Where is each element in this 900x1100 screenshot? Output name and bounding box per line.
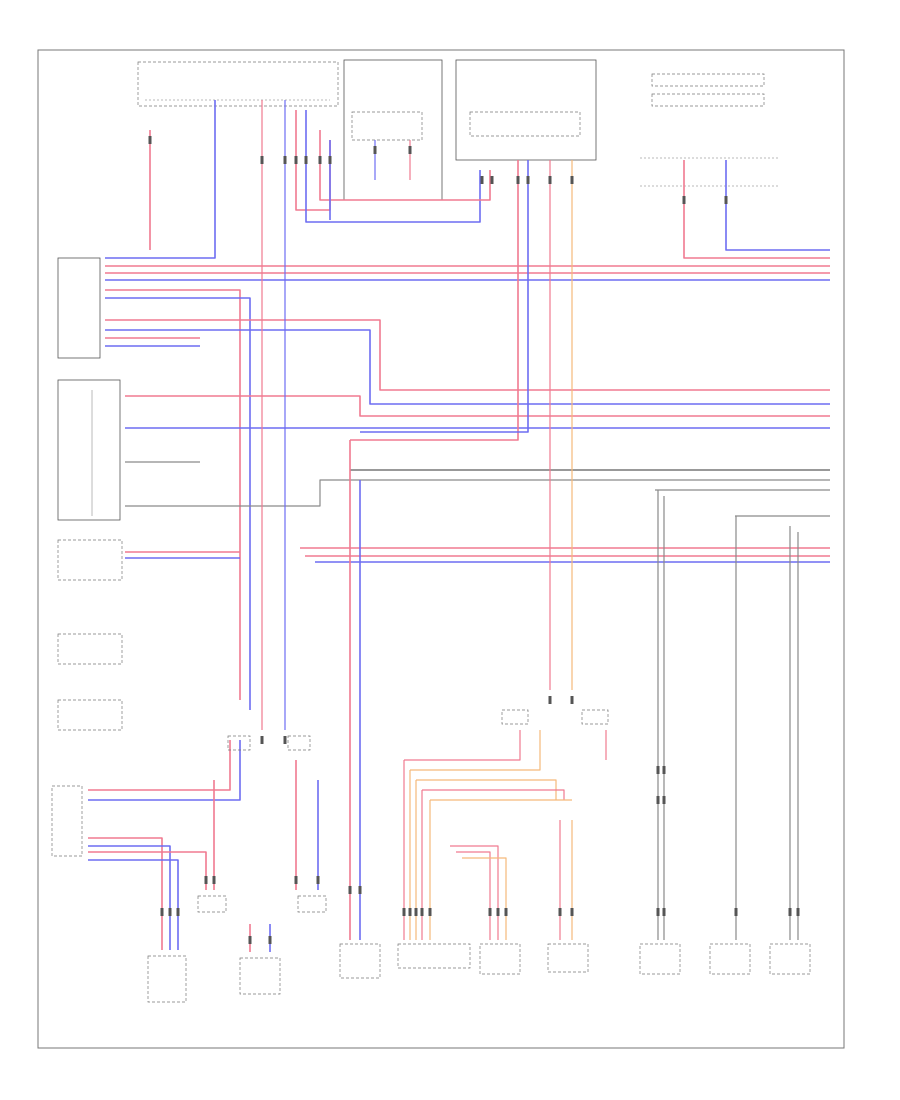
connector-pin bbox=[788, 908, 792, 916]
connector-pin bbox=[490, 176, 494, 184]
connector-pin bbox=[570, 176, 574, 184]
wire-red-37 bbox=[683, 160, 830, 259]
connector-pin bbox=[414, 908, 418, 916]
connector-pin bbox=[248, 936, 252, 944]
wire-red-44 bbox=[88, 740, 231, 791]
wire-red-25 bbox=[295, 110, 331, 211]
connector-pin bbox=[558, 908, 562, 916]
connector-pin bbox=[373, 146, 377, 154]
wire-red-48 bbox=[88, 851, 207, 890]
wire-red-10 bbox=[125, 395, 830, 417]
connector-pin bbox=[304, 156, 308, 164]
top-modules bbox=[137, 59, 780, 201]
connector-pin bbox=[656, 766, 660, 774]
connector-pin bbox=[656, 796, 660, 804]
connector-pin bbox=[570, 908, 574, 916]
connector-pin bbox=[212, 876, 216, 884]
wire-orange-56 bbox=[410, 730, 541, 771]
connector-pin bbox=[496, 908, 500, 916]
wire-red-58 bbox=[422, 789, 565, 800]
wire-red-33 bbox=[350, 160, 519, 441]
wire-red-55 bbox=[404, 730, 521, 761]
connector-pin bbox=[488, 908, 492, 916]
connector-pin bbox=[283, 156, 287, 164]
left-modules bbox=[51, 257, 123, 857]
wire-blue-47 bbox=[88, 845, 171, 950]
connector-pin bbox=[294, 156, 298, 164]
connector-pin bbox=[294, 876, 298, 884]
wire-red-4 bbox=[105, 289, 241, 700]
connector-pin bbox=[176, 908, 180, 916]
bottom-components bbox=[147, 943, 811, 1003]
wire-orange-67 bbox=[462, 857, 507, 940]
connector-pin bbox=[724, 196, 728, 204]
connector-pin bbox=[148, 136, 152, 144]
connector-pin bbox=[796, 908, 800, 916]
wire-red-65 bbox=[450, 845, 499, 940]
connector-pin bbox=[548, 176, 552, 184]
connector-pin bbox=[408, 146, 412, 154]
connector-pin bbox=[682, 196, 686, 204]
connector-pin bbox=[526, 176, 530, 184]
connector-pin bbox=[504, 908, 508, 916]
connector-pin bbox=[260, 156, 264, 164]
connector-pin bbox=[516, 176, 520, 184]
wire-harness bbox=[88, 100, 830, 952]
wire-red-66 bbox=[456, 851, 491, 940]
connector-pin bbox=[548, 696, 552, 704]
connector-pin bbox=[734, 908, 738, 916]
connector-pin bbox=[328, 156, 332, 164]
connector-pin bbox=[428, 908, 432, 916]
wire-red-6 bbox=[105, 319, 830, 391]
wire-blue-26 bbox=[305, 110, 481, 223]
connector-pin bbox=[283, 736, 287, 744]
connector-pin bbox=[316, 876, 320, 884]
wire-red-46 bbox=[88, 837, 163, 950]
connector-pin bbox=[358, 886, 362, 894]
wire-blue-0 bbox=[105, 100, 216, 259]
connector-pin bbox=[260, 736, 264, 744]
connector-pin bbox=[570, 696, 574, 704]
wire-blue-49 bbox=[88, 859, 179, 950]
connector-pin bbox=[402, 908, 406, 916]
wire-gray-13 bbox=[125, 479, 830, 507]
wire-blue-45 bbox=[88, 740, 241, 801]
connector-pin bbox=[420, 908, 424, 916]
joint-markers bbox=[197, 709, 609, 913]
connector-pin bbox=[480, 176, 484, 184]
connector-pin bbox=[204, 876, 208, 884]
wire-orange-57 bbox=[416, 779, 557, 800]
diagram-frame bbox=[37, 49, 845, 1049]
connector-pin bbox=[662, 796, 666, 804]
connector-pin bbox=[408, 908, 412, 916]
connector-pin bbox=[348, 886, 352, 894]
wire-blue-34 bbox=[360, 160, 529, 433]
wire-blue-38 bbox=[725, 160, 830, 251]
connector-pin bbox=[656, 908, 660, 916]
wire-red-27 bbox=[319, 130, 491, 201]
connector-pin bbox=[662, 766, 666, 774]
connector-pin bbox=[318, 156, 322, 164]
wire-blue-5 bbox=[105, 297, 251, 710]
connector-pin bbox=[168, 908, 172, 916]
connector-pin bbox=[268, 936, 272, 944]
connector-pin bbox=[160, 908, 164, 916]
wire-blue-7 bbox=[105, 329, 830, 405]
connector-pin bbox=[662, 908, 666, 916]
